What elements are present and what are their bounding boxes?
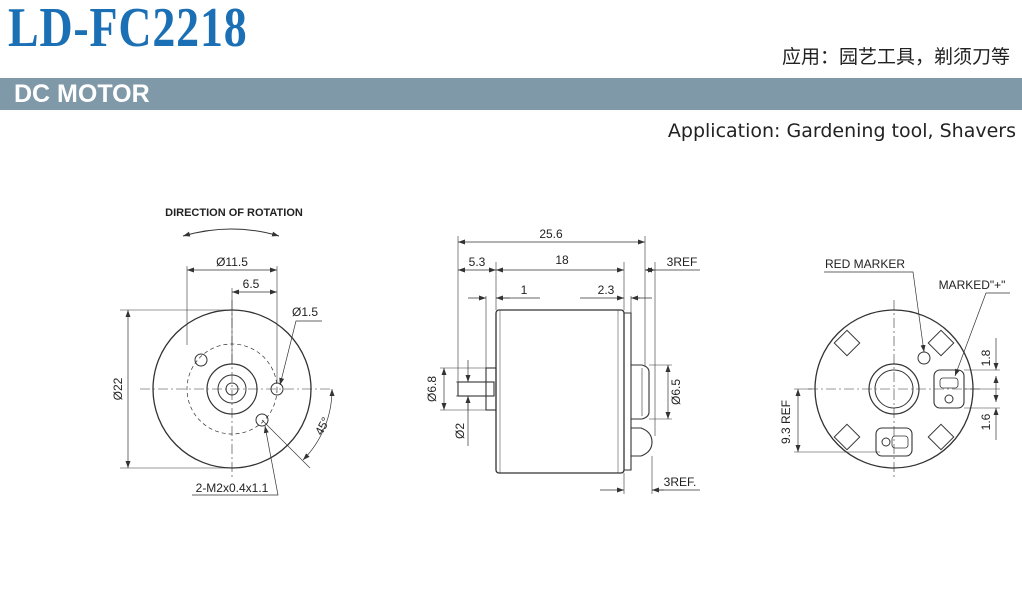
marked-plus-label: MARKED"+" [939, 278, 1006, 292]
dim-boss-dia-label: Ø6.8 [425, 376, 439, 402]
dim-left-label: 9.3 REF [779, 400, 793, 444]
dim-shaft-length-label: 5.3 [469, 255, 486, 269]
dim-shaft-dia-label: Ø2 [453, 423, 467, 439]
rear-bearing-boss [631, 364, 650, 420]
dim-body-length-label: 18 [555, 253, 569, 267]
dim-boss-label: 1 [521, 283, 528, 297]
rear-bearing-boss [868, 363, 920, 415]
dim-hole-label: Ø1.5 [292, 305, 318, 319]
dim-body-dia-label: Ø22 [111, 377, 125, 400]
dim-ref-bottom-label: 3REF. [664, 475, 697, 489]
direction-label: DIRECTION OF ROTATION [165, 207, 303, 219]
angle-arc [302, 388, 335, 461]
side-view: 25.6 5.3 18 3REF 1 2.3 Ø6.8 Ø2 [425, 227, 700, 494]
section-title: DC MOTOR [14, 80, 150, 108]
application-cn: 应用：园艺工具，剃须刀等 [781, 46, 1010, 68]
red-marker-dot [917, 351, 931, 365]
shaft [457, 381, 495, 397]
dim-total-length-label: 25.6 [539, 227, 563, 241]
red-marker-label: RED MARKER [825, 257, 905, 271]
motor-body [495, 309, 625, 474]
dim-right-top-label: 1.8 [979, 349, 993, 366]
dim-cap-label: 2.3 [598, 283, 615, 297]
dim-angle-label: 45° [312, 415, 333, 438]
model-number: LD-FC2218 [8, 0, 248, 59]
rotation-arrow [182, 228, 280, 237]
dim-right-bottom-label: 1.6 [979, 413, 993, 430]
shaft-inner [217, 374, 247, 404]
rear-tab [927, 423, 955, 451]
rear-cap [624, 312, 632, 471]
marked-plus-leader [954, 292, 1010, 377]
rear-tab [833, 329, 861, 357]
shaft [225, 382, 239, 396]
screw-label: 2-M2x0.4x1.1 [196, 481, 269, 495]
vent-hole-1 [194, 353, 208, 367]
rear-bearing-inner [874, 369, 914, 409]
rear-tab [833, 423, 861, 451]
dim-ref-top-label: 3REF [667, 255, 698, 269]
section-band: DC MOTOR [0, 78, 1022, 110]
red-marker-leader [824, 271, 926, 353]
screw-hole [255, 413, 269, 427]
hole-leader [279, 320, 322, 386]
rear-view: RED MARKER MARKED"+" 1.8 1.6 9.3 REF [779, 257, 1010, 478]
dim-offset-label: 6.5 [243, 277, 260, 291]
front-view: DIRECTION OF ROTATION Ø11.5 6.5 Ø1.5 Ø22… [111, 207, 335, 496]
terminal-tab [631, 427, 653, 457]
angle-ext [261, 419, 311, 469]
dim-bolt-circle-label: Ø11.5 [216, 255, 248, 269]
terminal-negative [875, 427, 913, 457]
application-en: Application: Gardening tool, Shavers [667, 120, 1016, 142]
screw-leader [192, 425, 279, 496]
rear-tab [927, 329, 955, 357]
dim-rear-dia-label: Ø6.5 [669, 379, 683, 405]
